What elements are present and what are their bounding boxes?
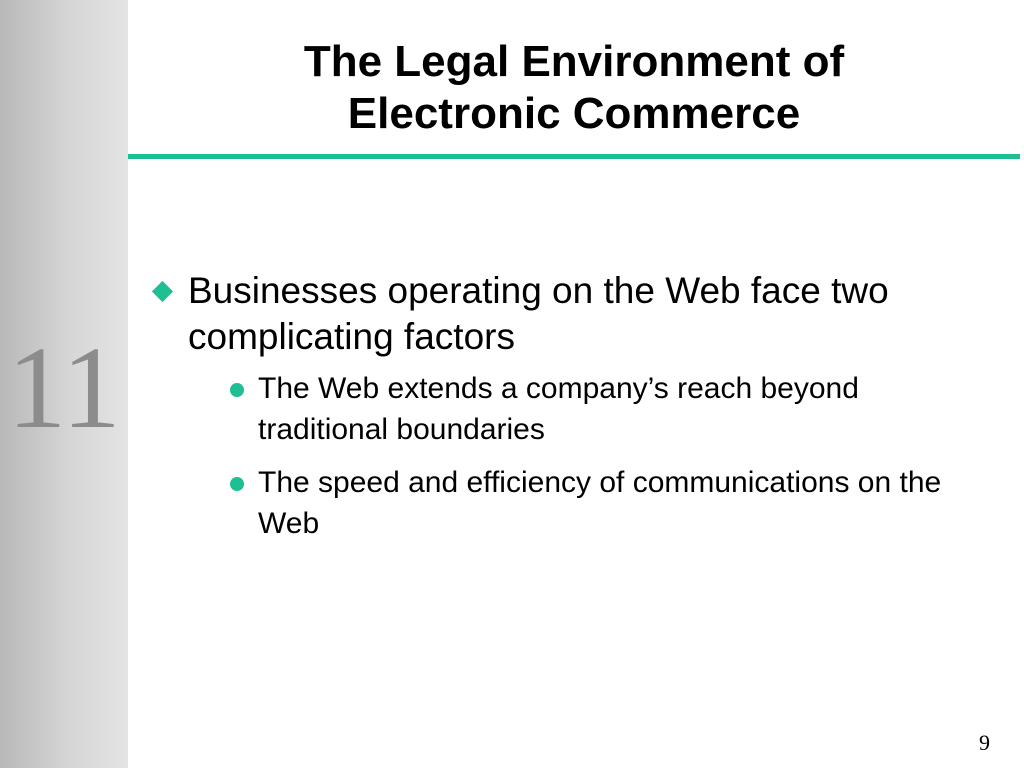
chapter-number: 11 <box>7 322 121 453</box>
sub-bullet-text: The speed and efficiency of communicatio… <box>258 466 942 540</box>
chapter-sidebar: 11 <box>0 0 128 768</box>
slide-body: Businesses operating on the Web face two… <box>150 268 990 556</box>
bullet-text: Businesses operating on the Web face two… <box>188 270 889 357</box>
sub-bullet-list: The Web extends a company’s reach beyond… <box>150 368 990 544</box>
slide-title: The Legal Environment of Electronic Comm… <box>128 36 1020 140</box>
slide-title-line-2: Electronic Commerce <box>347 89 801 138</box>
dot-bullet-icon <box>230 383 244 397</box>
page-number: 9 <box>979 730 990 755</box>
title-divider <box>128 154 1020 159</box>
sub-bullet-text: The Web extends a company’s reach beyond… <box>258 372 859 446</box>
dot-bullet-icon <box>230 477 244 491</box>
diamond-bullet-icon <box>151 280 174 303</box>
sub-bullet-item: The speed and efficiency of communicatio… <box>230 462 990 544</box>
bullet-item: Businesses operating on the Web face two… <box>150 268 990 360</box>
slide-title-line-1: The Legal Environment of <box>303 37 845 86</box>
sub-bullet-item: The Web extends a company’s reach beyond… <box>230 368 990 450</box>
